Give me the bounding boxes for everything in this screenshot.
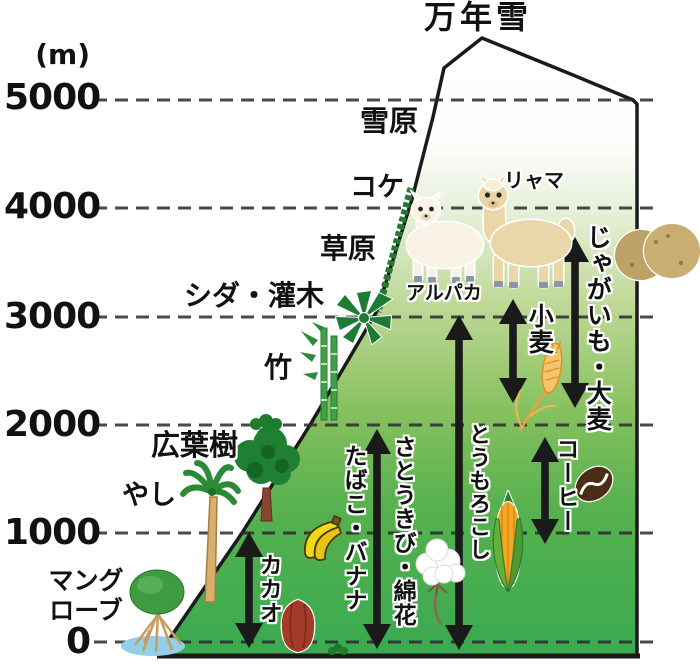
axis-tick-2000: 2000 xyxy=(4,404,101,445)
potato-icon xyxy=(613,222,700,282)
zone-label-mangrove: マング ローブ xyxy=(30,566,142,626)
zone-label-fern-shrub: シダ・灌木 xyxy=(184,279,325,312)
cacao-pod-icon xyxy=(280,598,316,654)
llama-illustration xyxy=(477,171,576,289)
alpaca-illustration xyxy=(405,188,485,284)
bamboo-icon xyxy=(300,322,338,421)
zone-label-broadleaf: 広葉樹 xyxy=(151,428,239,462)
axis-tick-5000: 5000 xyxy=(4,77,101,118)
cotton-icon xyxy=(415,538,466,626)
fern-icon xyxy=(335,290,393,345)
axis-tick-1000: 1000 xyxy=(4,512,101,553)
shrub-icon xyxy=(250,414,282,430)
cacao-arrow xyxy=(235,532,263,648)
grass-tuft-icon xyxy=(328,643,348,655)
palm-tree-icon xyxy=(180,460,241,603)
potato-barley-arrow xyxy=(561,237,589,408)
wheat-icon xyxy=(515,337,563,432)
axis-tick-4000: 4000 xyxy=(4,186,101,227)
zone-label-grassland: 草原 xyxy=(320,232,377,265)
grassland-strip xyxy=(374,187,415,313)
corn-arrow xyxy=(445,315,473,650)
axis-tick-0: 0 xyxy=(65,621,91,662)
axis-unit-label: (m) xyxy=(35,38,90,71)
mangrove-icon xyxy=(121,569,185,656)
crop-label-cacao: カカオ xyxy=(255,553,282,625)
crop-label-corn: とうもろこし xyxy=(465,423,491,561)
zone-label-bamboo: 竹 xyxy=(264,351,293,384)
broadleaf-tree-icon xyxy=(234,426,300,522)
corn-icon xyxy=(492,490,524,593)
coffee-arrow xyxy=(531,437,559,544)
zone-label-palm: やし xyxy=(122,480,176,511)
crop-label-tobacco-banana: たばこ・バナナ xyxy=(340,444,367,612)
wheat-arrow xyxy=(499,299,527,403)
zone-label-snowfield: 雪原 xyxy=(360,104,419,138)
mangrove-line-2: ローブ xyxy=(49,596,123,625)
coffee-bean-icon xyxy=(574,465,614,503)
crop-label-coffee: コーヒー xyxy=(552,437,579,533)
crop-range-arrows xyxy=(235,237,589,650)
peak-label: 万年雪 xyxy=(424,0,533,36)
crop-label-potato-barley: じゃがいも・大麦 xyxy=(583,224,613,432)
tobacco-banana-sugarcane-cotton-arrow xyxy=(363,429,391,649)
crop-label-wheat: 小麦 xyxy=(525,303,555,355)
crop-label-sugarcane-cotton: さとうきび・綿花 xyxy=(389,435,416,627)
mangrove-line-1: マング xyxy=(48,566,124,595)
zone-label-moss: コケ xyxy=(350,172,404,203)
mountain-shape xyxy=(158,36,639,658)
animal-label-llama: リャマ xyxy=(504,168,564,192)
banana-icon xyxy=(304,515,342,562)
axis-tick-3000: 3000 xyxy=(4,296,101,337)
animal-label-alpaca: アルパカ xyxy=(406,282,482,304)
